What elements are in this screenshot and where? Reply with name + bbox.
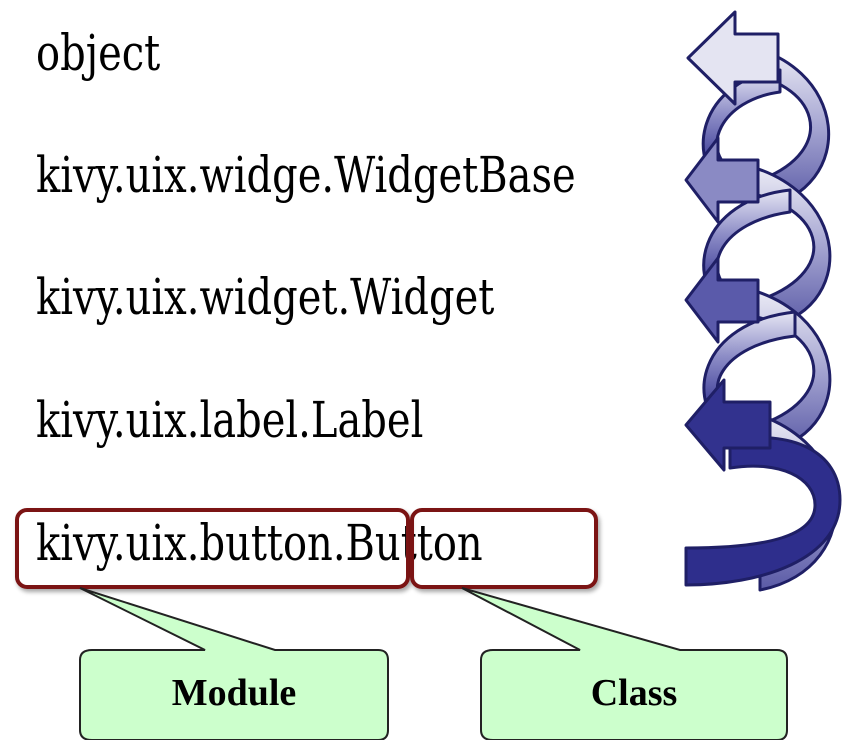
hierarchy-row-widgetbase: kivy.uix.widge.WidgetBase xyxy=(36,146,576,204)
module-highlight-box xyxy=(15,508,410,589)
module-callout-icon xyxy=(79,587,389,740)
spiral-up-arrow-icon xyxy=(684,10,842,592)
class-callout-icon xyxy=(461,587,788,740)
class-callout-label: Class xyxy=(590,672,678,714)
hierarchy-row-object: object xyxy=(36,24,161,82)
class-highlight-box xyxy=(410,508,598,589)
hierarchy-row-widget: kivy.uix.widget.Widget xyxy=(36,268,495,326)
module-callout-label: Module xyxy=(171,672,297,714)
hierarchy-row-label: kivy.uix.label.Label xyxy=(36,391,424,449)
